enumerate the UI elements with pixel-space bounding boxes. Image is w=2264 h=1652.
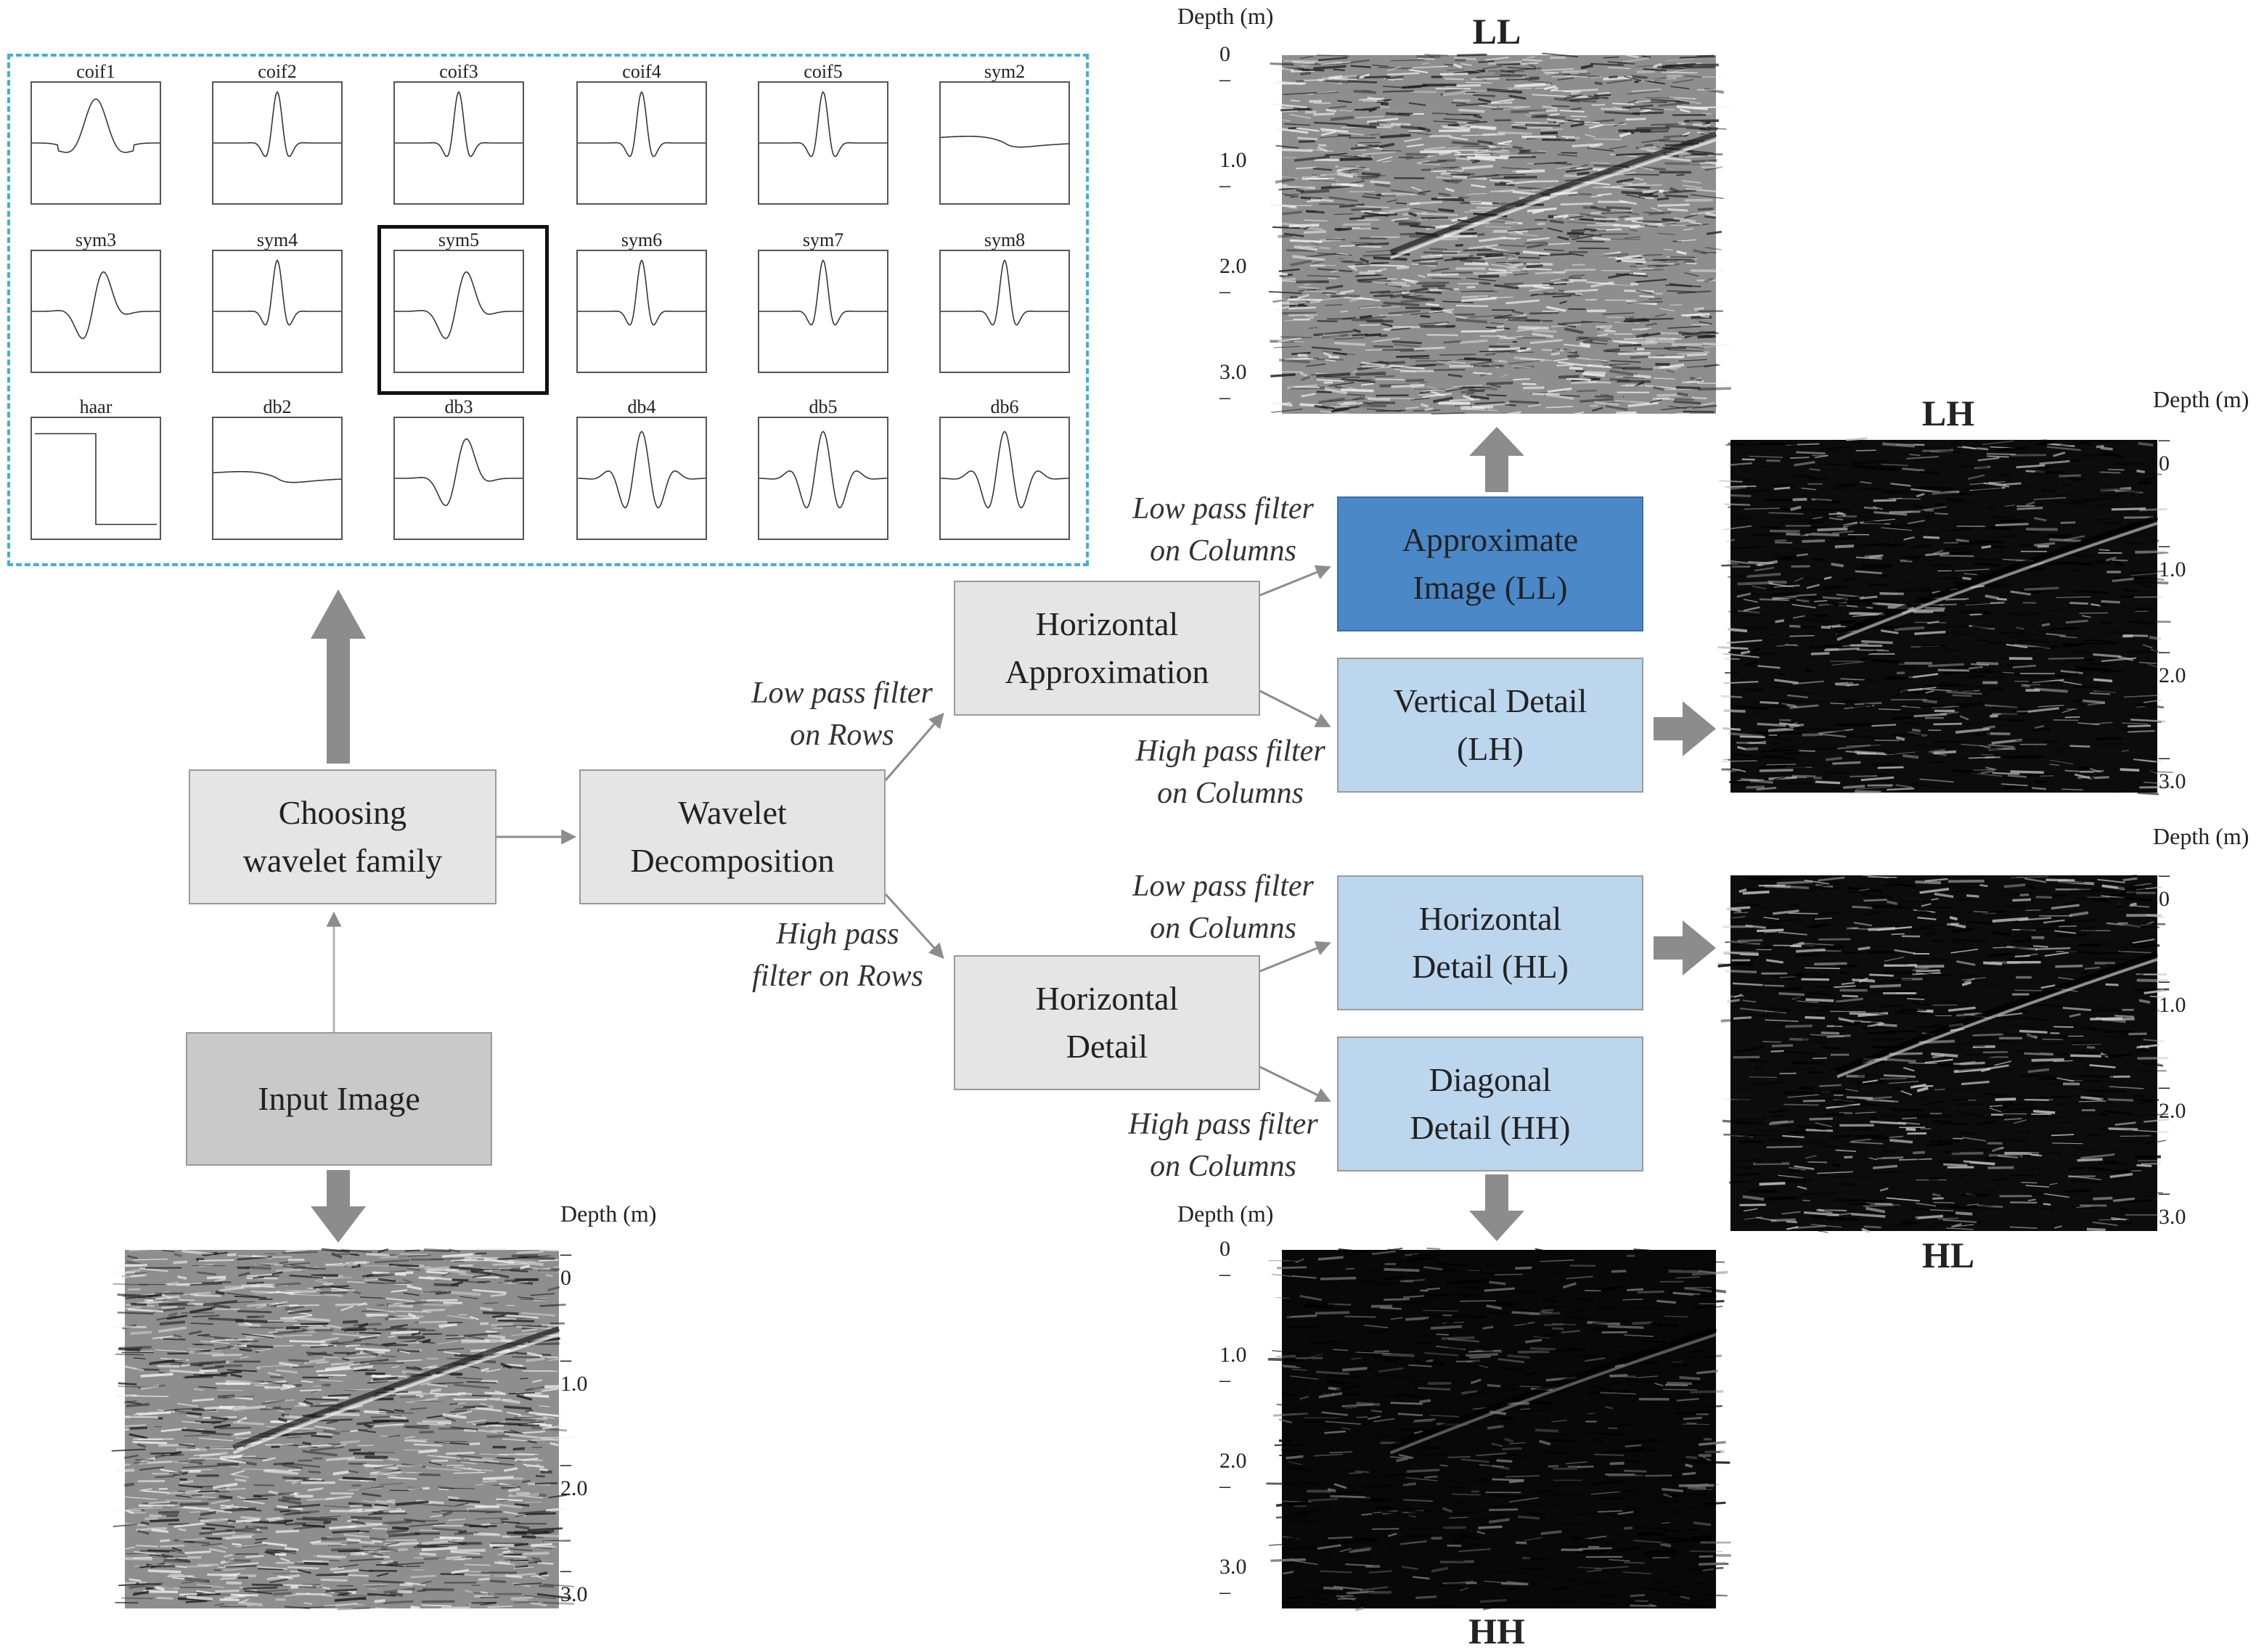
depth-tick: 1.0 – <box>1219 1343 1247 1392</box>
hh-depth-caption: Depth (m) <box>1177 1201 1273 1227</box>
depth-tick: – 3.0 <box>560 1558 588 1607</box>
hl-title: HL <box>1839 1234 2057 1276</box>
input-gpr-image <box>125 1250 559 1608</box>
low-pass-rows-label: Low pass filter on Rows <box>733 672 951 756</box>
depth-tick: – 2.0 <box>2159 1074 2186 1124</box>
horizontal-detail-box: Horizontal Detail <box>954 955 1260 1090</box>
depth-tick: – 3.0 <box>2159 1180 2186 1230</box>
block-arrow-down-to-hh <box>1469 1174 1524 1241</box>
horizontal-approximation-box: Horizontal Approximation <box>954 581 1260 716</box>
ll-depth-caption: Depth (m) <box>1177 3 1273 30</box>
depth-tick: 0 – <box>1219 42 1230 91</box>
hl-depth-caption: Depth (m) <box>2153 823 2249 850</box>
depth-tick: – 3.0 <box>2159 745 2186 794</box>
high-pass-columns-label-2: High pass filter on Columns <box>1103 1103 1343 1187</box>
lh-depth-caption: Depth (m) <box>2153 386 2249 413</box>
hh-title: HH <box>1388 1610 1606 1652</box>
depth-tick: – 1.0 <box>560 1347 588 1397</box>
wavelet-decomposition-box: Wavelet Decomposition <box>579 769 886 904</box>
horizontal-detail-hl-box: Horizontal Detail (HL) <box>1337 875 1643 1010</box>
depth-tick: – 1.0 <box>2159 533 2186 582</box>
depth-tick: – 0 <box>560 1241 571 1291</box>
depth-tick: – 0 <box>2159 862 2170 912</box>
vertical-detail-lh-box: Vertical Detail (LH) <box>1337 658 1643 793</box>
low-pass-columns-label-1: Low pass filter on Columns <box>1111 488 1336 572</box>
block-arrow-up-to-panel <box>311 589 366 764</box>
lh-gpr-image <box>1730 440 2157 793</box>
depth-tick: 3.0 – <box>1219 360 1247 409</box>
high-pass-rows-label: High pass filter on Rows <box>729 913 947 997</box>
arrow-happrox-to-lh <box>1260 691 1328 726</box>
depth-tick: 2.0 – <box>1219 254 1247 303</box>
depth-tick: 3.0 – <box>1219 1555 1247 1604</box>
input-depth-caption: Depth (m) <box>560 1201 656 1227</box>
arrow-hdetail-to-hh <box>1260 1067 1328 1100</box>
diagonal-detail-hh-box: Diagonal Detail (HH) <box>1337 1036 1643 1171</box>
block-arrow-down-to-input-image <box>311 1170 366 1243</box>
hh-gpr-image <box>1282 1250 1716 1608</box>
depth-tick: 1.0 – <box>1219 148 1247 197</box>
ll-gpr-image <box>1282 55 1716 414</box>
depth-tick: 0 – <box>1219 1237 1230 1286</box>
depth-tick: 2.0 – <box>1219 1449 1247 1498</box>
block-arrow-right-to-hl <box>1654 920 1716 976</box>
depth-tick: – 1.0 <box>2159 968 2186 1018</box>
block-arrow-up-to-ll <box>1469 427 1524 492</box>
low-pass-columns-label-2: Low pass filter on Columns <box>1111 865 1336 949</box>
depth-tick: – 0 <box>2159 427 2170 476</box>
choosing-wavelet-family-box: Choosing wavelet family <box>189 769 496 904</box>
approximate-image-ll-box: Approximate Image (LL) <box>1337 496 1643 631</box>
depth-tick: – 2.0 <box>560 1452 588 1501</box>
depth-tick: – 2.0 <box>2159 639 2186 688</box>
input-image-box: Input Image <box>186 1032 492 1166</box>
block-arrow-right-to-lh <box>1654 701 1716 756</box>
ll-title: LL <box>1388 10 1606 52</box>
hl-gpr-image <box>1730 875 2157 1231</box>
high-pass-columns-label-1: High pass filter on Columns <box>1111 730 1350 814</box>
lh-title: LH <box>1839 392 2057 434</box>
